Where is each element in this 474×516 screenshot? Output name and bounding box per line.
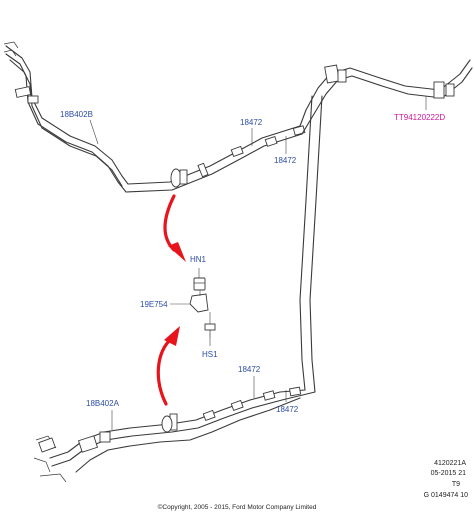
callout-18b402a: 18B402A [86, 399, 120, 408]
lower-red-arrow [156, 326, 180, 406]
illustration-id: 4120221A [434, 460, 466, 467]
callout-hs1: HS1 [202, 350, 218, 359]
drawing-info-block: 4120221A 05-2015 21 T9 G 0149474 10 [424, 460, 468, 499]
callout-18b402b: 18B402B [60, 110, 93, 119]
lower-hose [33, 386, 316, 483]
callout-leaders [89, 96, 427, 430]
callout-18472-upper-a: 18472 [240, 118, 263, 127]
upper-red-arrow [163, 194, 186, 262]
callout-18472-lower-b: 18472 [276, 405, 299, 414]
bracket-19e754 [189, 290, 209, 313]
nut-hn1 [193, 268, 206, 291]
drawing-date: 05-2015 21 [431, 470, 467, 477]
callout-19e754: 19E754 [140, 300, 168, 309]
graphic-number: G 0149474 10 [424, 492, 468, 499]
screw-hs1 [204, 312, 216, 346]
callout-hn1: HN1 [190, 255, 207, 264]
vertical-lines [299, 95, 323, 393]
callout-18472-upper-b: 18472 [274, 156, 297, 165]
drawing-code: T9 [452, 481, 460, 488]
callout-18472-lower-a: 18472 [238, 365, 261, 374]
copyright-notice: ©Copyright, 2005 - 2015, Ford Motor Comp… [158, 503, 317, 511]
callout-tool-tt94120222d: TT94120222D [394, 113, 445, 122]
upper-right-lines [299, 59, 473, 135]
upper-left-hose [3, 41, 306, 193]
